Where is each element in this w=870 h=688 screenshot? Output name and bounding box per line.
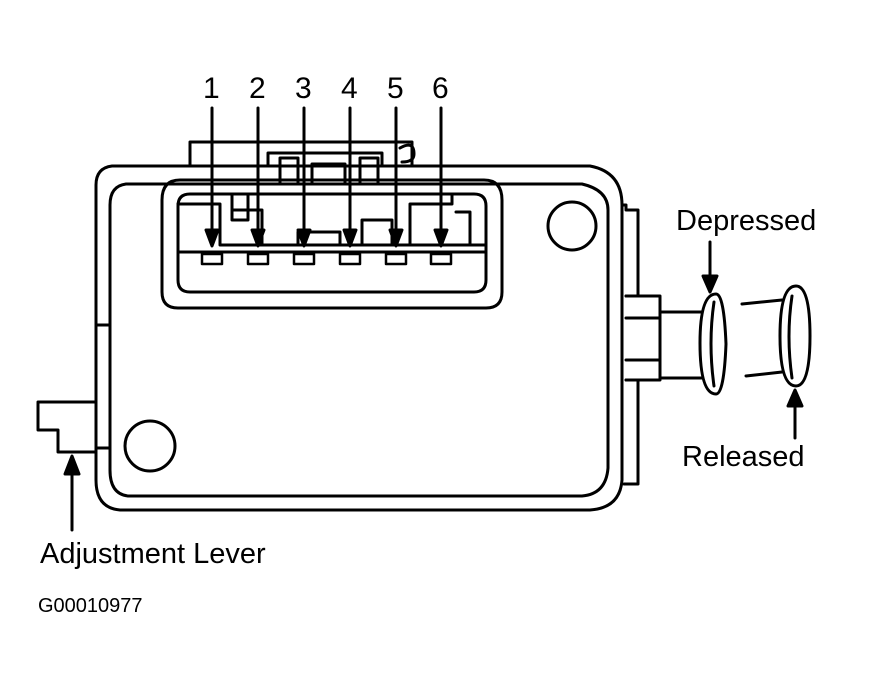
pin-1-terminal bbox=[200, 252, 224, 266]
connector-shell bbox=[160, 178, 504, 310]
pin-3-label: 3 bbox=[295, 72, 312, 105]
adjustment-lever-label: Adjustment Lever bbox=[40, 538, 266, 570]
pin-6-label: 6 bbox=[432, 72, 449, 105]
adjustment-lever bbox=[36, 400, 98, 454]
pin-6-arrow-head bbox=[433, 228, 449, 248]
mounting-hole-upper bbox=[546, 200, 598, 252]
pin-terminals bbox=[200, 106, 453, 266]
lever-arrow-head bbox=[63, 454, 81, 476]
pin-2-terminal bbox=[246, 252, 270, 266]
pin-1 bbox=[200, 106, 224, 266]
depressed-arrow-head bbox=[701, 274, 719, 294]
pin-4-label: 4 bbox=[341, 72, 358, 105]
pin-4-terminal bbox=[338, 252, 362, 266]
pin-5-terminal bbox=[384, 252, 408, 266]
pin-3-arrow-head bbox=[296, 228, 312, 248]
figure-code: G00010977 bbox=[38, 595, 143, 617]
pin-1-label: 1 bbox=[203, 72, 220, 105]
pin-1-arrow-head bbox=[204, 228, 220, 248]
released-arrow-head bbox=[786, 388, 804, 408]
released-label: Released bbox=[682, 441, 805, 473]
plunger-released bbox=[740, 284, 812, 388]
pin-3-terminal bbox=[292, 252, 316, 266]
pin-4 bbox=[338, 106, 362, 266]
top-latch bbox=[188, 140, 416, 186]
plunger-housing bbox=[620, 203, 704, 486]
plunger-depressed bbox=[698, 292, 728, 396]
pin-2 bbox=[246, 106, 270, 266]
pin-5 bbox=[384, 106, 408, 266]
mounting-hole-lower bbox=[123, 419, 177, 473]
pin-5-arrow-head bbox=[388, 228, 404, 248]
pin-6-terminal bbox=[429, 252, 453, 266]
switch-housing bbox=[94, 164, 624, 512]
callout-arrows bbox=[63, 240, 804, 532]
pin-5-label: 5 bbox=[387, 72, 404, 105]
pin-3 bbox=[292, 106, 316, 266]
pin-2-arrow-head bbox=[250, 228, 266, 248]
pin-6 bbox=[429, 106, 453, 266]
depressed-label: Depressed bbox=[676, 205, 817, 237]
pin-2-label: 2 bbox=[249, 72, 266, 105]
pin-4-arrow-head bbox=[342, 228, 358, 248]
